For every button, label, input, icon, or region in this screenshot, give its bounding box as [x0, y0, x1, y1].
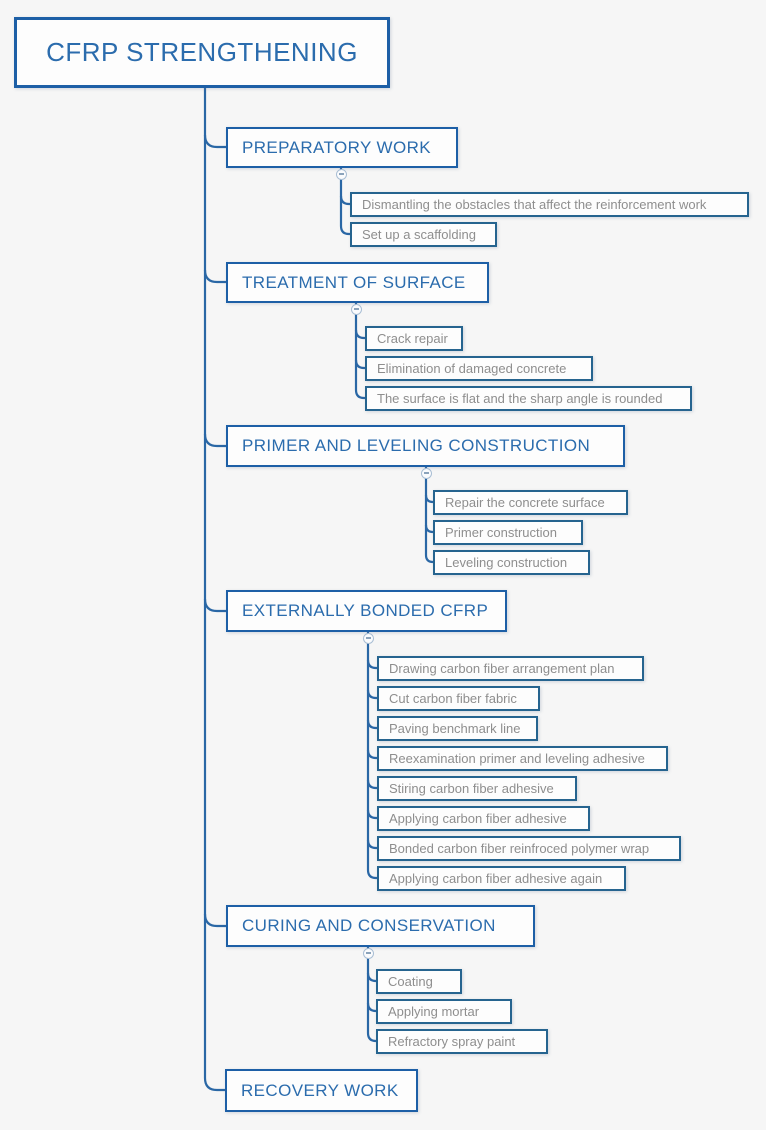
subtopic-paving-benchmark-line[interactable]: Paving benchmark line [377, 716, 538, 741]
collapse-button-curing-and-conservation[interactable] [362, 947, 374, 959]
subtopic-applying-adhesive-again[interactable]: Applying carbon fiber adhesive again [377, 866, 626, 891]
subtopic-crack-repair[interactable]: Crack repair [365, 326, 463, 351]
subtopic-bonded-polymer-wrap[interactable]: Bonded carbon fiber reinfroced polymer w… [377, 836, 681, 861]
main-topic-externally-bonded-cfrp[interactable]: EXTERNALLY BONDED CFRP [226, 590, 507, 632]
root-topic[interactable]: CFRP STRENGTHENING [14, 17, 390, 88]
subtopic-cut-carbon-fiber-fabric[interactable]: Cut carbon fiber fabric [377, 686, 540, 711]
subtopic-applying-mortar[interactable]: Applying mortar [376, 999, 512, 1024]
subtopic-stiring-adhesive[interactable]: Stiring carbon fiber adhesive [377, 776, 577, 801]
collapse-button-preparatory-work[interactable] [335, 168, 347, 180]
subtopic-reexamination-primer-leveling-adhesive[interactable]: Reexamination primer and leveling adhesi… [377, 746, 668, 771]
subtopic-primer-construction[interactable]: Primer construction [433, 520, 583, 545]
main-topic-treatment-of-surface[interactable]: TREATMENT OF SURFACE [226, 262, 489, 303]
collapse-button-externally-bonded-cfrp[interactable] [362, 632, 374, 644]
subtopic-surface-flat-sharp-angle-rounded[interactable]: The surface is flat and the sharp angle … [365, 386, 692, 411]
main-topic-primer-and-leveling-construction[interactable]: PRIMER AND LEVELING CONSTRUCTION [226, 425, 625, 467]
subtopic-set-up-scaffolding[interactable]: Set up a scaffolding [350, 222, 497, 247]
subtopic-elimination-damaged-concrete[interactable]: Elimination of damaged concrete [365, 356, 593, 381]
main-topic-recovery-work[interactable]: RECOVERY WORK [225, 1069, 418, 1112]
subtopic-repair-concrete-surface[interactable]: Repair the concrete surface [433, 490, 628, 515]
collapse-button-primer-and-leveling[interactable] [420, 467, 432, 479]
subtopic-refractory-spray-paint[interactable]: Refractory spray paint [376, 1029, 548, 1054]
collapse-button-treatment-of-surface[interactable] [350, 303, 362, 315]
main-topic-curing-and-conservation[interactable]: CURING AND CONSERVATION [226, 905, 535, 947]
main-topic-preparatory-work[interactable]: PREPARATORY WORK [226, 127, 458, 168]
subtopic-leveling-construction[interactable]: Leveling construction [433, 550, 590, 575]
subtopic-drawing-arrangement-plan[interactable]: Drawing carbon fiber arrangement plan [377, 656, 644, 681]
subtopic-applying-adhesive[interactable]: Applying carbon fiber adhesive [377, 806, 590, 831]
subtopic-coating[interactable]: Coating [376, 969, 462, 994]
subtopic-dismantling-obstacles[interactable]: Dismantling the obstacles that affect th… [350, 192, 749, 217]
